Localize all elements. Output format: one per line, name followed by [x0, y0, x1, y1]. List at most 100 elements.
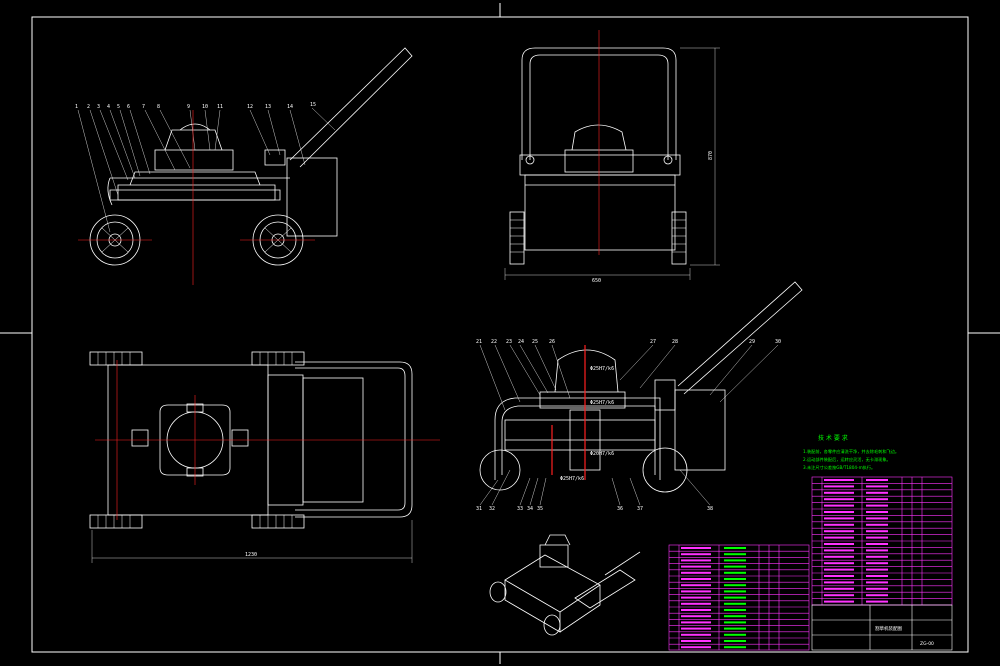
width-dimension: 650 — [592, 278, 601, 284]
part-label: 28 — [672, 339, 678, 345]
table-cell-mark — [724, 609, 746, 611]
section-view-hatch — [551, 345, 586, 480]
table-cell-mark — [824, 587, 854, 590]
table-cell-mark — [681, 633, 711, 636]
table-cell-mark — [866, 523, 888, 526]
part-label: 31 — [476, 506, 482, 512]
part-label: 5 — [117, 104, 120, 110]
table-cell-mark — [824, 523, 854, 526]
table-cell-mark — [866, 600, 888, 603]
table-cell-mark — [681, 596, 711, 599]
table-cell-mark — [866, 587, 888, 590]
table-cell-mark — [724, 553, 746, 556]
part-label: 2 — [87, 104, 90, 110]
side-view-part-labels: 1 2 3 4 5 6 7 8 9 10 11 12 13 14 15 — [75, 102, 316, 110]
table-cell-mark — [866, 491, 888, 494]
table-cell-mark — [681, 602, 711, 605]
table-cell-mark — [724, 571, 746, 574]
table-cell-mark — [824, 530, 854, 533]
part-label: 36 — [617, 506, 623, 512]
table-cell-mark — [866, 485, 888, 488]
section-view-fits: Φ25H7/k6 Φ25H7/k6 Φ20H7/k6 Φ25H7/k6 — [560, 366, 614, 482]
table-cell-mark — [824, 562, 854, 565]
table-cell-mark — [824, 479, 854, 481]
table-cell-mark — [681, 640, 711, 642]
part-label: 32 — [489, 506, 495, 512]
table-cell-mark — [681, 584, 711, 587]
table-cell-mark — [724, 578, 746, 580]
parts-list-fill — [681, 479, 888, 649]
table-cell-mark — [866, 581, 888, 584]
table-cell-mark — [866, 479, 888, 481]
table-cell-mark — [681, 559, 711, 562]
table-cell-mark — [724, 615, 746, 618]
table-cell-mark — [866, 549, 888, 552]
top-view-centerlines — [95, 360, 440, 520]
table-cell-mark — [681, 571, 711, 574]
part-label: 35 — [537, 506, 543, 512]
part-label: 23 — [506, 339, 512, 345]
table-cell-mark — [681, 553, 711, 556]
fit-label: Φ25H7/k6 — [590, 400, 614, 406]
part-label: 34 — [527, 506, 533, 512]
table-cell-mark — [866, 530, 888, 533]
table-cell-mark — [866, 504, 888, 507]
drawing-frame — [0, 3, 1000, 664]
side-view — [77, 47, 413, 266]
side-view-centerlines — [78, 110, 315, 285]
table-cell-mark — [866, 575, 888, 577]
section-view — [479, 281, 803, 506]
table-cell-mark — [724, 633, 746, 636]
part-label: 8 — [157, 104, 160, 110]
drawing-number: ZG-00 — [920, 641, 934, 647]
table-cell-mark — [724, 596, 746, 599]
note-line: 1.装配前，各零件应清洗干净，并去除毛刺和飞边。 — [803, 448, 899, 455]
notes-title: 技 术 要 求 — [818, 434, 848, 442]
table-cell-mark — [724, 602, 746, 605]
table-cell-mark — [866, 543, 888, 545]
table-cell-mark — [681, 547, 711, 549]
table-cell-mark — [681, 590, 711, 593]
table-cell-mark — [866, 555, 888, 558]
part-label: 24 — [518, 339, 524, 345]
part-label: 25 — [532, 339, 538, 345]
table-cell-mark — [681, 565, 711, 568]
table-cell-mark — [866, 511, 888, 513]
table-cell-mark — [824, 555, 854, 558]
part-label: 27 — [650, 339, 656, 345]
parts-list-lower — [668, 544, 810, 651]
drawing-name: 割草机装配图 — [875, 625, 902, 632]
table-cell-mark — [681, 621, 711, 624]
part-label: 14 — [287, 104, 293, 110]
table-cell-mark — [724, 621, 746, 624]
title-block — [811, 604, 953, 651]
part-label: 1 — [75, 104, 78, 110]
section-view-part-labels: 21 22 23 24 25 26 27 28 29 30 31 32 33 3… — [476, 339, 781, 512]
table-cell-mark — [681, 609, 711, 611]
part-label: 22 — [491, 339, 497, 345]
table-cell-mark — [866, 568, 888, 571]
top-view — [89, 351, 413, 563]
parts-list-upper — [811, 476, 953, 606]
table-cell-mark — [824, 543, 854, 545]
fit-label: Φ25H7/k6 — [590, 366, 614, 372]
part-label: 9 — [187, 104, 190, 110]
part-label: 26 — [549, 339, 555, 345]
note-line: 2.运动部件装配后，运转应灵活，无卡滞现象。 — [803, 456, 891, 463]
table-cell-mark — [824, 511, 854, 513]
table-cell-mark — [724, 584, 746, 587]
table-cell-mark — [824, 549, 854, 552]
table-cell-mark — [824, 498, 854, 501]
table-cell-mark — [866, 517, 888, 520]
part-label: 13 — [265, 104, 271, 110]
table-cell-mark — [724, 640, 746, 642]
table-cell-mark — [824, 600, 854, 603]
table-cell-mark — [681, 615, 711, 618]
isometric-view — [489, 534, 641, 636]
part-label: 30 — [775, 339, 781, 345]
part-label: 3 — [97, 104, 100, 110]
part-label: 15 — [310, 102, 316, 108]
part-label: 33 — [517, 506, 523, 512]
part-label: 21 — [476, 339, 482, 345]
